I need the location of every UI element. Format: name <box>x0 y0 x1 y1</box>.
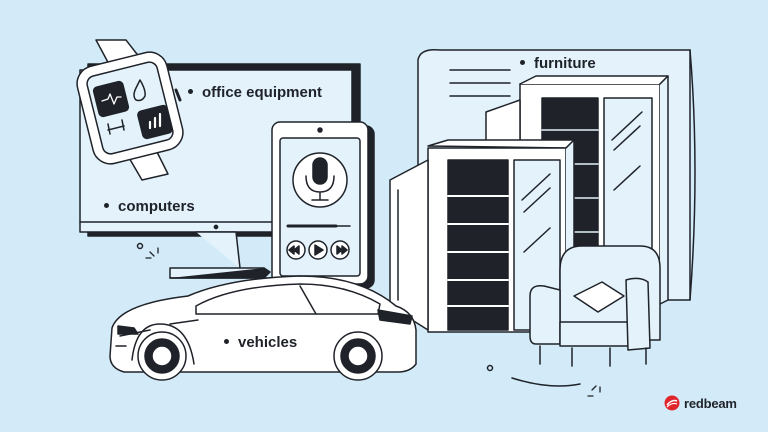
brand-name: redbeam <box>684 395 737 411</box>
smartwatch <box>76 39 184 181</box>
bullet-dot <box>104 202 109 208</box>
water-drop-icon <box>133 79 146 102</box>
car <box>109 275 417 381</box>
tablet <box>271 121 375 289</box>
bullet-dot <box>188 88 193 94</box>
redbeam-logo-icon <box>664 395 680 411</box>
decorations <box>136 242 601 397</box>
label-furniture: furniture <box>520 55 596 72</box>
armchair <box>529 245 661 367</box>
label-computers-text: computers <box>118 198 195 215</box>
label-office-equipment: office equipment <box>188 84 322 101</box>
microphone-icon <box>312 157 328 185</box>
bullet-dot <box>520 59 525 65</box>
label-furniture-text: furniture <box>534 55 596 72</box>
bullet-dot <box>224 338 229 344</box>
dumbbell-icon <box>107 119 125 135</box>
label-vehicles: vehicles <box>224 334 297 351</box>
brand-logo[interactable]: redbeam <box>664 395 737 411</box>
label-vehicles-text: vehicles <box>238 334 298 351</box>
heart-rate-icon <box>92 80 130 118</box>
label-office-equipment-text: office equipment <box>202 84 323 101</box>
label-computers: computers <box>104 198 195 215</box>
